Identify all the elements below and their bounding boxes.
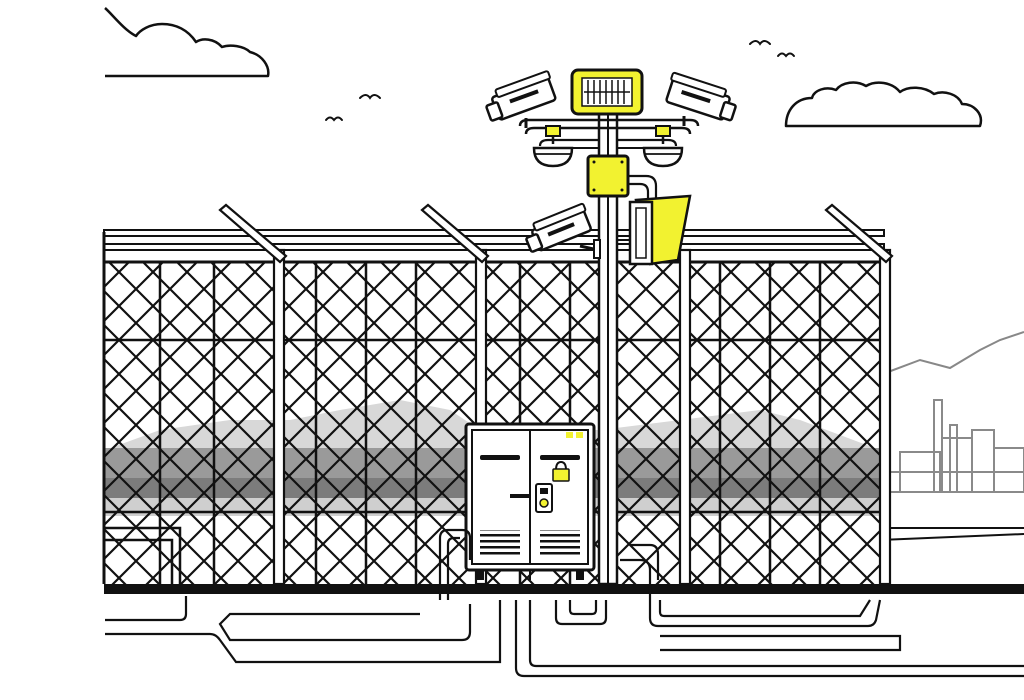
fence-post <box>218 203 288 586</box>
cctv-camera-icon <box>665 71 737 122</box>
ground <box>104 527 1024 594</box>
access-panel-icon <box>535 483 553 513</box>
solar-panel-icon <box>570 68 644 116</box>
cctv-camera-icon <box>525 202 592 253</box>
fence-post <box>678 248 692 586</box>
junction-box-icon <box>586 154 658 210</box>
cloud-icon <box>104 7 270 78</box>
bird-icon <box>777 52 795 58</box>
dome-camera-icon <box>532 125 574 168</box>
distant-factory <box>890 399 1024 493</box>
bird-icon <box>325 116 343 122</box>
cctv-camera-icon <box>485 70 557 122</box>
underground-conduits <box>105 596 1024 678</box>
bird-icon <box>359 94 381 100</box>
birds <box>325 40 795 122</box>
camera-pole <box>485 68 737 600</box>
factory-icon <box>890 399 1024 493</box>
padlock-icon <box>552 460 570 482</box>
dome-camera-icon <box>642 125 684 168</box>
cloud-icon <box>784 81 983 128</box>
bird-icon <box>749 40 771 46</box>
fence-post <box>824 203 894 586</box>
fence-posts <box>218 203 894 586</box>
fence-post <box>420 203 490 586</box>
antenna-unit <box>618 194 692 266</box>
distant-mountains <box>879 331 1024 376</box>
electrical-cabinet <box>438 422 596 600</box>
